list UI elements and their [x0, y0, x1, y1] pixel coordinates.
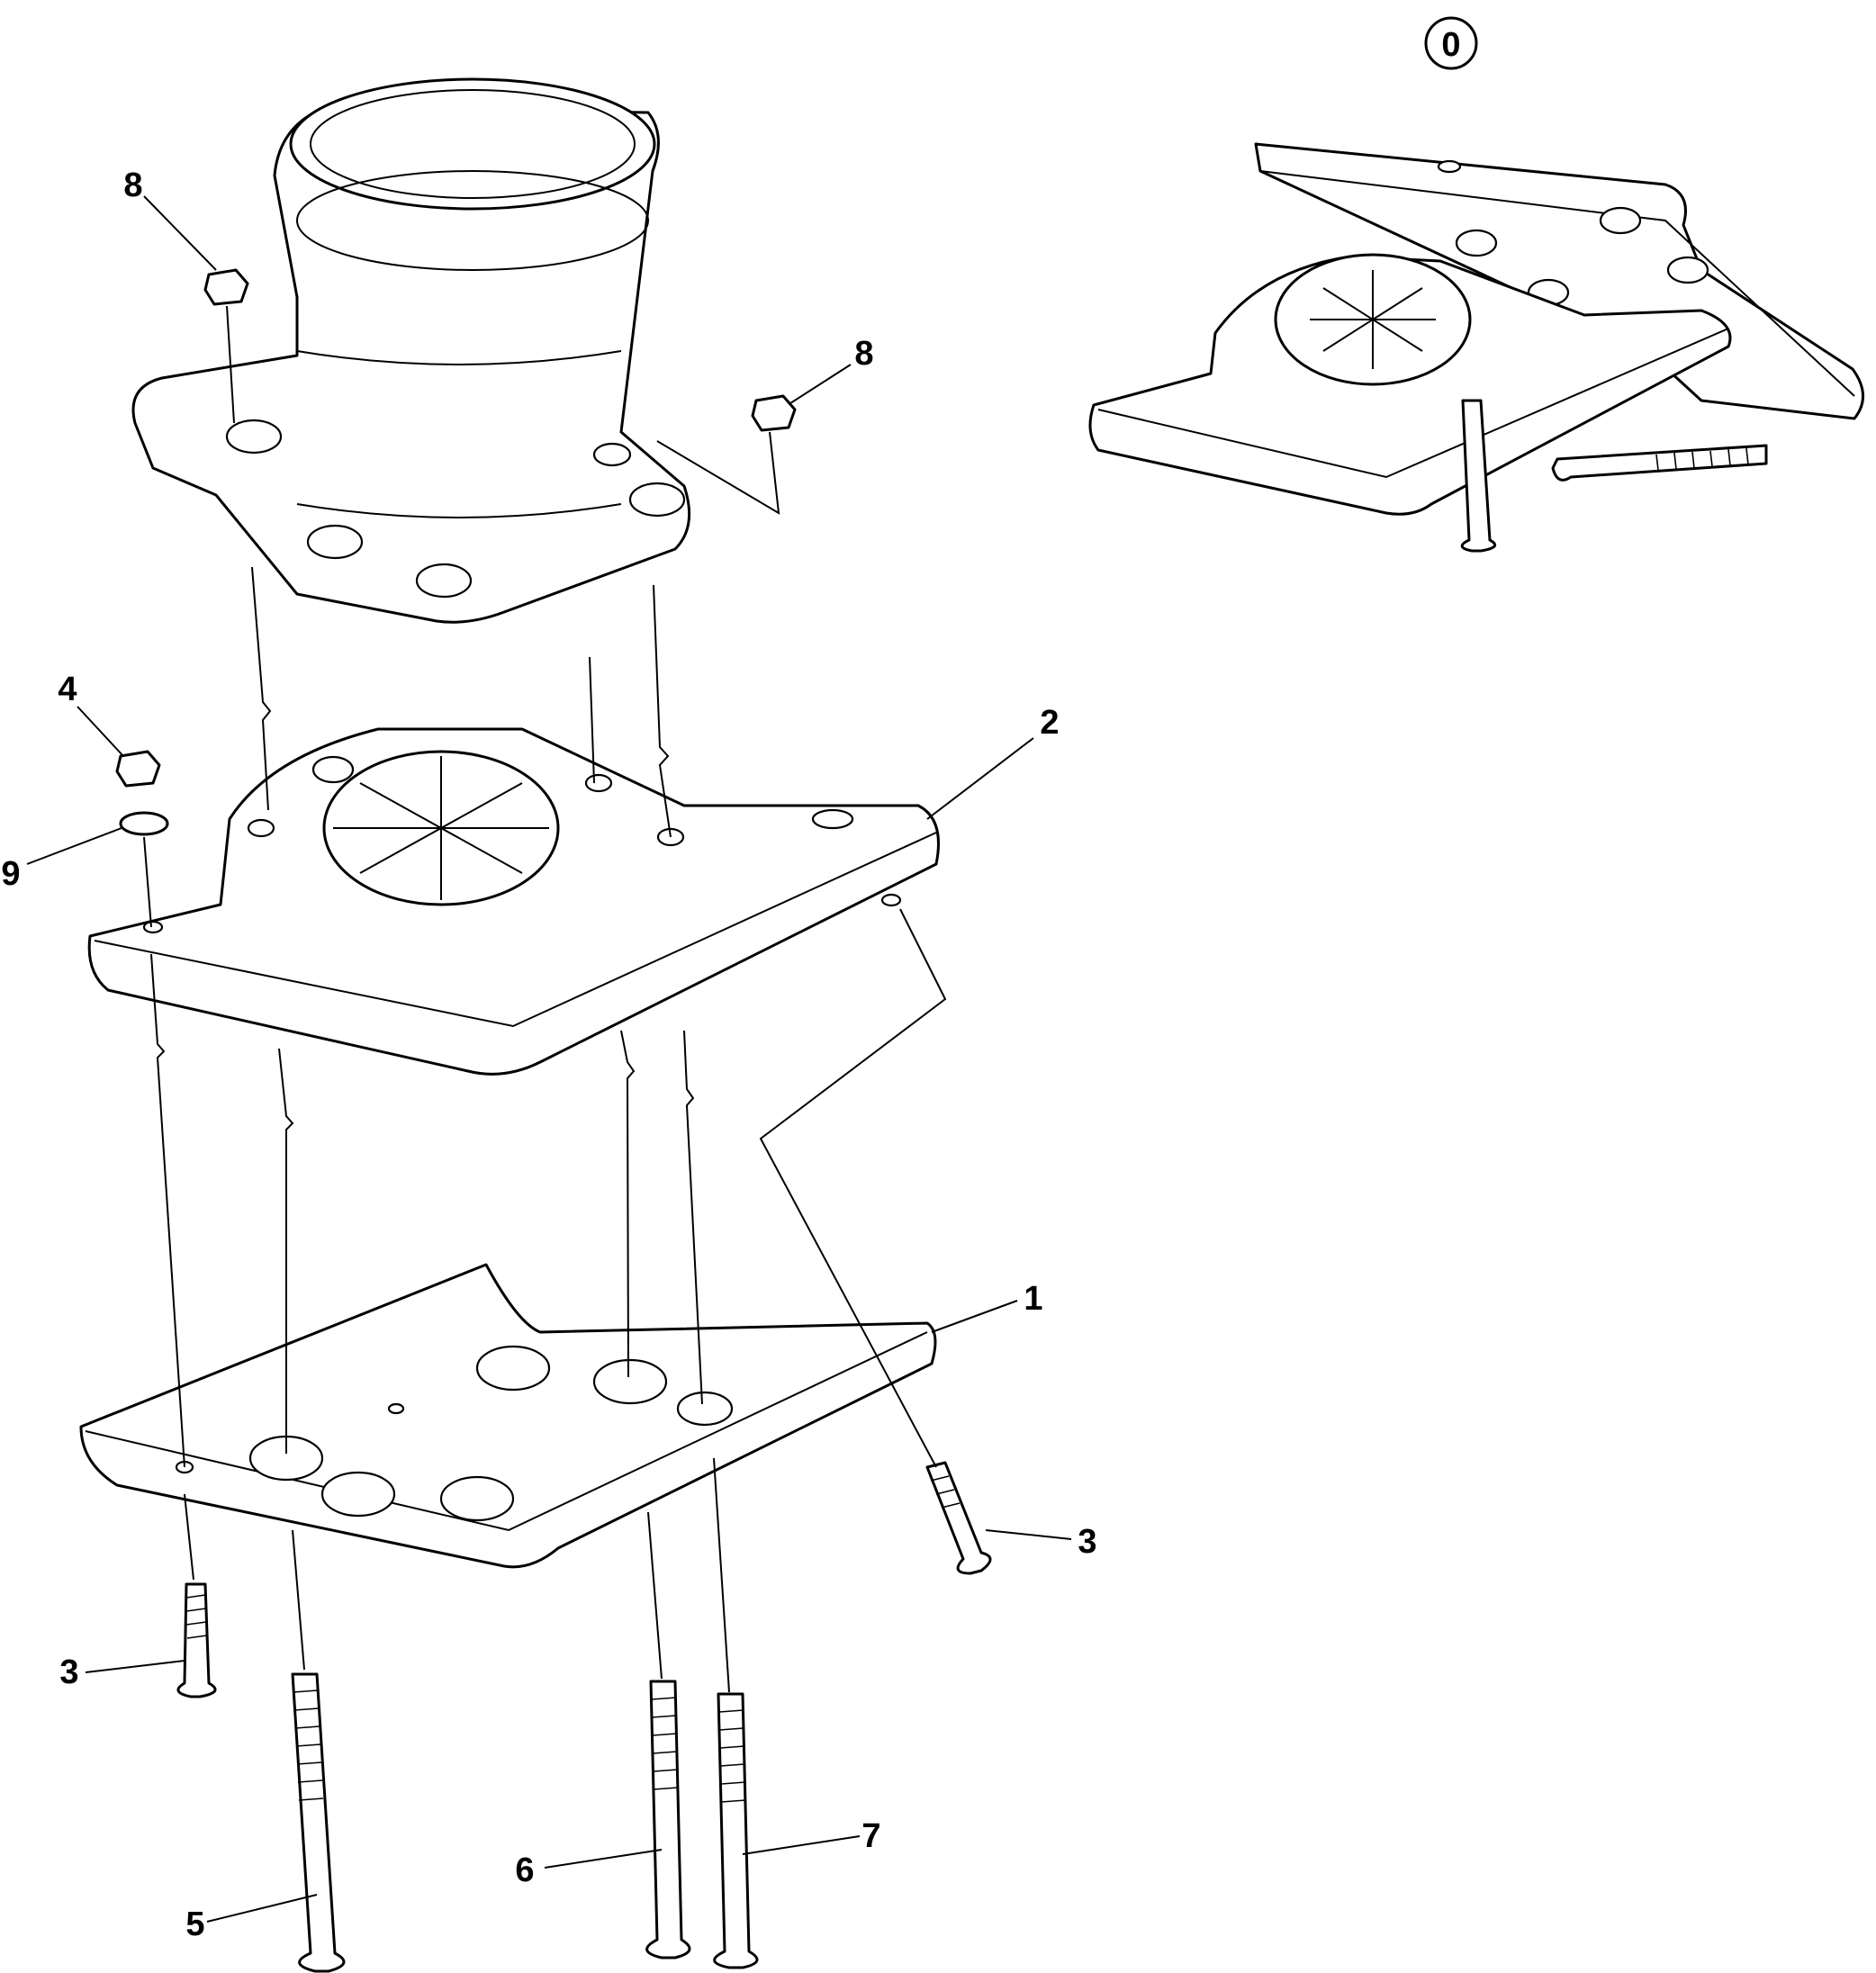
adapter-body — [87, 727, 940, 1076]
leader-6 — [544, 1849, 663, 1869]
callout-5: 5 — [185, 1905, 204, 1943]
leader-7 — [742, 1835, 861, 1855]
assembly-guide-lines — [143, 305, 947, 1693]
adapter-plate — [87, 727, 940, 1076]
nut-4 — [115, 750, 161, 788]
bolt-7 — [713, 1692, 759, 1969]
bolt-6 — [645, 1680, 691, 1959]
callout-2: 2 — [1040, 704, 1059, 742]
leader-5 — [206, 1894, 318, 1923]
callout-6: 6 — [515, 1851, 534, 1889]
leader-3b — [985, 1529, 1072, 1540]
callout-leaders — [26, 195, 1072, 1923]
leader-4 — [77, 706, 124, 757]
callout-circle-0 — [1424, 16, 1478, 70]
skid-plate — [79, 1263, 937, 1569]
skid-body — [79, 1263, 937, 1569]
leader-3a — [85, 1660, 185, 1673]
leader-9 — [26, 827, 122, 865]
leader-1 — [931, 1300, 1018, 1333]
screw-3-left — [176, 1582, 217, 1698]
screw-3-right — [925, 1461, 992, 1575]
intake-duct — [131, 77, 691, 624]
thumb-bolt-vertical — [1460, 399, 1497, 553]
fasteners — [115, 268, 992, 1973]
callout-7: 7 — [861, 1817, 880, 1855]
callout-3b: 3 — [1078, 1523, 1096, 1561]
callout-labels: 0 8 8 4 9 2 1 3 3 5 6 7 — [1, 26, 1460, 1943]
callout-8b: 8 — [854, 335, 873, 373]
thumb-bolt-horizontal — [1551, 444, 1768, 482]
bolt-5 — [291, 1672, 346, 1973]
callout-0: 0 — [1441, 26, 1460, 64]
callout-3a: 3 — [59, 1653, 78, 1691]
callout-9: 9 — [1, 855, 20, 893]
duct-body — [131, 106, 691, 624]
callout-4: 4 — [58, 671, 77, 708]
callout-1: 1 — [1024, 1280, 1042, 1318]
leader-8b — [789, 364, 852, 404]
assembly-thumbnail — [1088, 16, 1864, 553]
leader-2 — [926, 737, 1034, 820]
duct-rim — [289, 77, 656, 211]
callout-8a: 8 — [123, 167, 142, 204]
nut-8-right — [751, 394, 797, 432]
washer-9 — [119, 811, 169, 836]
nut-8-left — [203, 268, 249, 306]
leader-8a — [143, 195, 217, 271]
